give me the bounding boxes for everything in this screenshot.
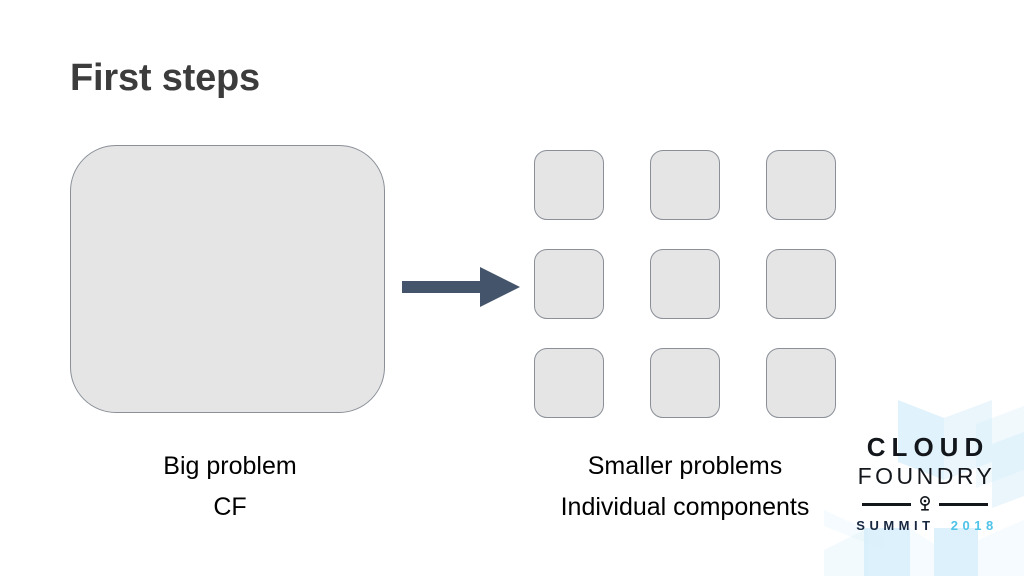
right-arrow-icon (400, 262, 522, 312)
component-box (766, 150, 836, 220)
logo-summit-word: SUMMIT (856, 518, 935, 534)
smaller-problems-grid (534, 150, 836, 418)
right-caption-line-2: Individual components (560, 493, 810, 521)
component-box (534, 249, 604, 319)
logo-divider (842, 495, 1008, 513)
logo-summit-line: SUMMIT 2018 (842, 519, 1008, 532)
left-caption-line-1: Big problem (163, 452, 297, 480)
cloud-foundry-emblem-icon (917, 495, 933, 513)
left-caption: Big problem CF (60, 446, 400, 528)
component-box (534, 150, 604, 220)
component-box (534, 348, 604, 418)
logo-rule-right (939, 502, 988, 506)
logo-cloud-text: CLOUD (866, 432, 990, 462)
component-box (766, 348, 836, 418)
logo-wordmark: CLOUD FOUNDRY SUMMIT 2018 (842, 434, 1008, 532)
component-box (650, 348, 720, 418)
component-box (650, 249, 720, 319)
cloud-foundry-summit-logo: CLOUD FOUNDRY SUMMIT 2018 (824, 400, 1024, 576)
page-title: First steps (70, 57, 260, 99)
right-caption: Smaller problems Individual components (490, 446, 880, 528)
logo-background-decoration (824, 400, 1024, 576)
big-problem-box (70, 145, 385, 413)
logo-foundry-text: FOUNDRY (857, 463, 996, 489)
left-caption-line-2: CF (213, 493, 247, 521)
right-caption-line-1: Smaller problems (587, 452, 783, 480)
logo-rule-left (862, 502, 911, 506)
component-box (650, 150, 720, 220)
logo-summit-year: 2018 (950, 518, 998, 534)
component-box (766, 249, 836, 319)
